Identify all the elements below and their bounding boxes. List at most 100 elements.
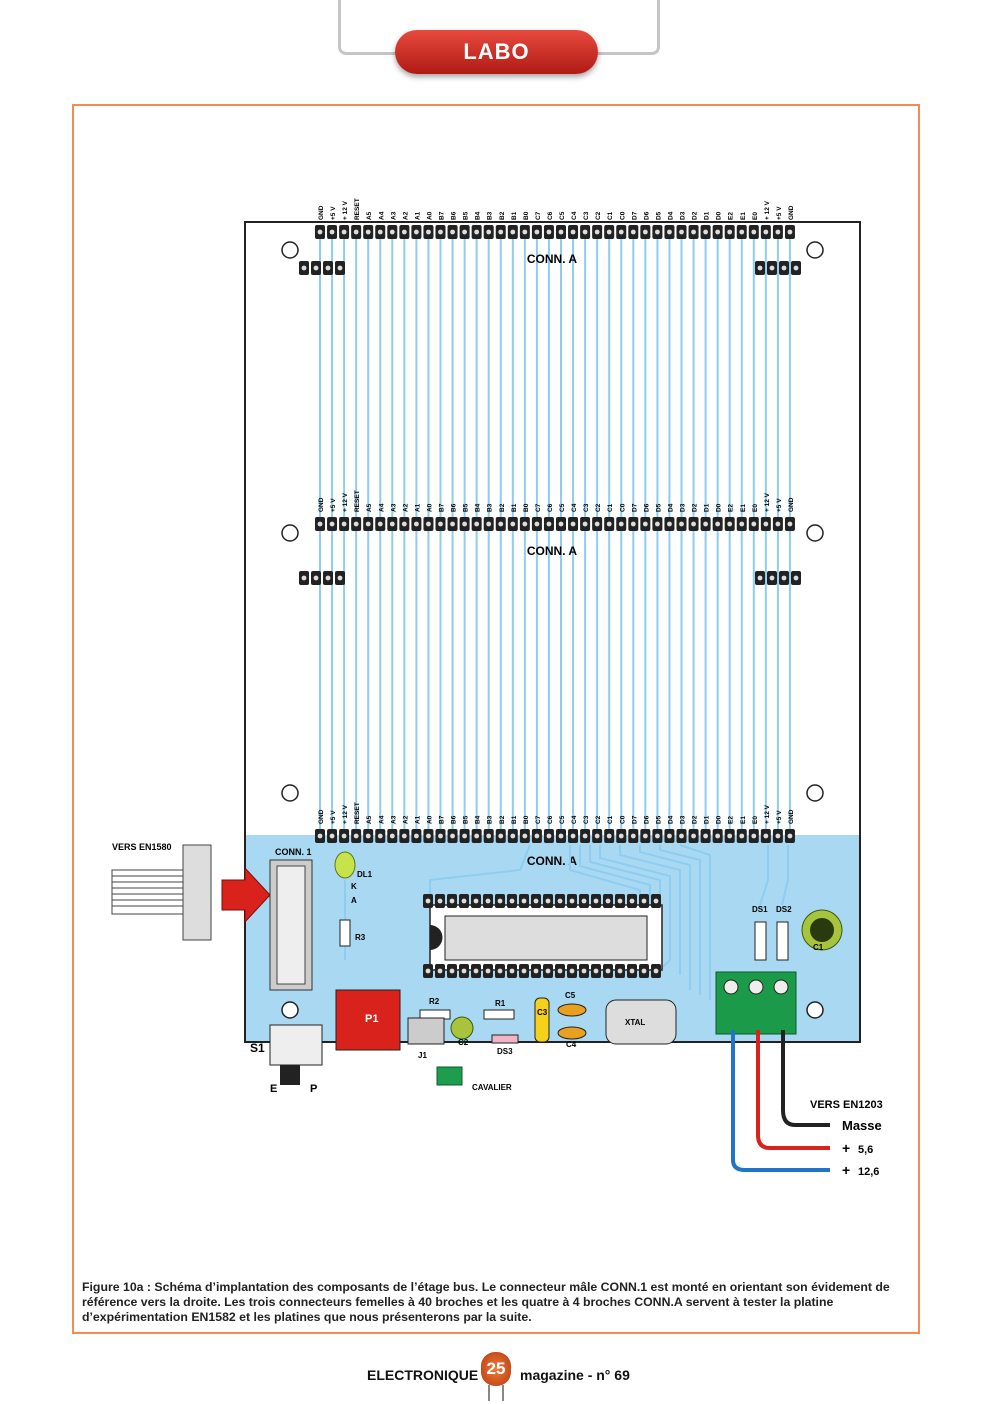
pin-hole <box>462 229 467 235</box>
pin-label: + 12 V <box>342 200 349 220</box>
diode-ds1 <box>754 921 767 961</box>
pin-label: D0 <box>716 815 723 824</box>
pin-label: + 12 V <box>764 200 771 220</box>
pin-label: D3 <box>680 503 687 512</box>
pin-hole <box>618 833 624 839</box>
pin-label: A3 <box>390 211 397 220</box>
pin-label: B7 <box>439 815 446 824</box>
diode-ds2 <box>776 921 789 961</box>
pin-label: C4 <box>571 211 578 220</box>
pin-hole <box>769 265 775 271</box>
connector-rows <box>299 225 801 843</box>
pin-hole <box>474 521 480 527</box>
ic-socket-pins <box>423 894 661 978</box>
pin-hole <box>641 898 647 904</box>
terminal-screw <box>723 979 739 995</box>
resistor-r3 <box>339 919 351 947</box>
vers-en1580-label: VERS EN1580 <box>112 842 172 852</box>
pin-label: B0 <box>523 211 530 220</box>
c1-top <box>810 918 834 942</box>
hole <box>806 1001 824 1019</box>
pin-label: C6 <box>547 211 554 220</box>
pin-hole <box>365 833 371 839</box>
pin-hole <box>389 833 395 839</box>
pin-hole <box>377 229 383 235</box>
pin-hole <box>317 229 323 235</box>
pin-label: A1 <box>414 211 421 220</box>
switch-s1 <box>269 1024 323 1066</box>
pin-hole <box>557 898 563 904</box>
conn-a-label-1: CONN. A <box>527 252 578 266</box>
pin-label: D2 <box>692 503 699 512</box>
pin-hole <box>653 898 659 904</box>
hole <box>281 241 299 259</box>
p1-label: P1 <box>365 1013 378 1025</box>
pin-label: C7 <box>535 815 542 824</box>
pin-hole <box>775 229 781 235</box>
conn-a-label-2: CONN. A <box>527 544 578 558</box>
pin-hole <box>337 575 343 581</box>
pin-label: A2 <box>402 815 409 824</box>
pin-label: B2 <box>499 815 506 824</box>
pin-hole <box>763 229 769 235</box>
pin-label: D0 <box>716 211 723 220</box>
pin-hole <box>462 521 467 527</box>
pin-hole <box>642 229 648 235</box>
pin-hole <box>655 521 660 527</box>
pin-label: B0 <box>523 503 530 512</box>
pin-hole <box>679 229 684 235</box>
pin-hole <box>667 521 672 527</box>
pin-hole <box>630 833 636 839</box>
pin-label: D1 <box>704 815 711 824</box>
pin-hole <box>691 833 696 839</box>
c3-label: C3 <box>537 1008 548 1017</box>
pin-hole <box>401 833 407 839</box>
pin-label: D7 <box>631 503 638 512</box>
pin-hole <box>450 229 455 235</box>
pin-hole <box>594 229 600 235</box>
pin-hole <box>425 898 431 904</box>
pin-hole <box>617 968 623 974</box>
cavalier-label: CAVALIER <box>472 1083 512 1092</box>
pin-label: A2 <box>402 211 409 220</box>
pin-label: B4 <box>475 815 482 824</box>
resistor-r1 <box>483 1009 515 1020</box>
pin-hole <box>570 833 576 839</box>
pin-hole <box>703 833 708 839</box>
cavalier-jumper <box>436 1066 463 1086</box>
pin-hole <box>522 833 528 839</box>
pin-hole <box>781 575 787 581</box>
pin-hole <box>437 968 443 974</box>
pin-label: A1 <box>414 815 421 824</box>
jumper-j1 <box>407 1017 445 1045</box>
ds3-label: DS3 <box>497 1047 513 1056</box>
capacitor-c4 <box>557 1026 587 1040</box>
terminal-screw <box>773 979 789 995</box>
wire-126-label: 12,6 <box>858 1166 879 1178</box>
r2-label: R2 <box>429 997 440 1006</box>
pin-hole <box>739 521 745 527</box>
pin-label: C1 <box>607 503 614 512</box>
pin-hole <box>426 229 431 235</box>
pin-label: A0 <box>426 815 433 824</box>
pin-label: B7 <box>439 503 446 512</box>
pin-hole <box>593 968 599 974</box>
pin-label: D5 <box>655 815 662 824</box>
pin-hole <box>787 229 793 235</box>
pin-hole <box>301 265 307 271</box>
pin-hole <box>594 833 600 839</box>
power-wires <box>731 1030 830 1172</box>
pin-hole <box>793 265 799 271</box>
ds1-label: DS1 <box>752 905 768 914</box>
conn1-body <box>276 865 306 985</box>
pin-hole <box>425 968 431 974</box>
pin-hole <box>510 229 516 235</box>
plus-icon: + <box>842 1140 850 1156</box>
pin-hole <box>558 833 564 839</box>
pin-label: B1 <box>511 211 518 220</box>
pin-label: + 12 V <box>342 804 349 824</box>
pin-hole <box>450 521 455 527</box>
c2-label: C2 <box>458 1038 469 1047</box>
j1-label: J1 <box>418 1051 427 1060</box>
capacitor-c5 <box>557 1003 587 1017</box>
